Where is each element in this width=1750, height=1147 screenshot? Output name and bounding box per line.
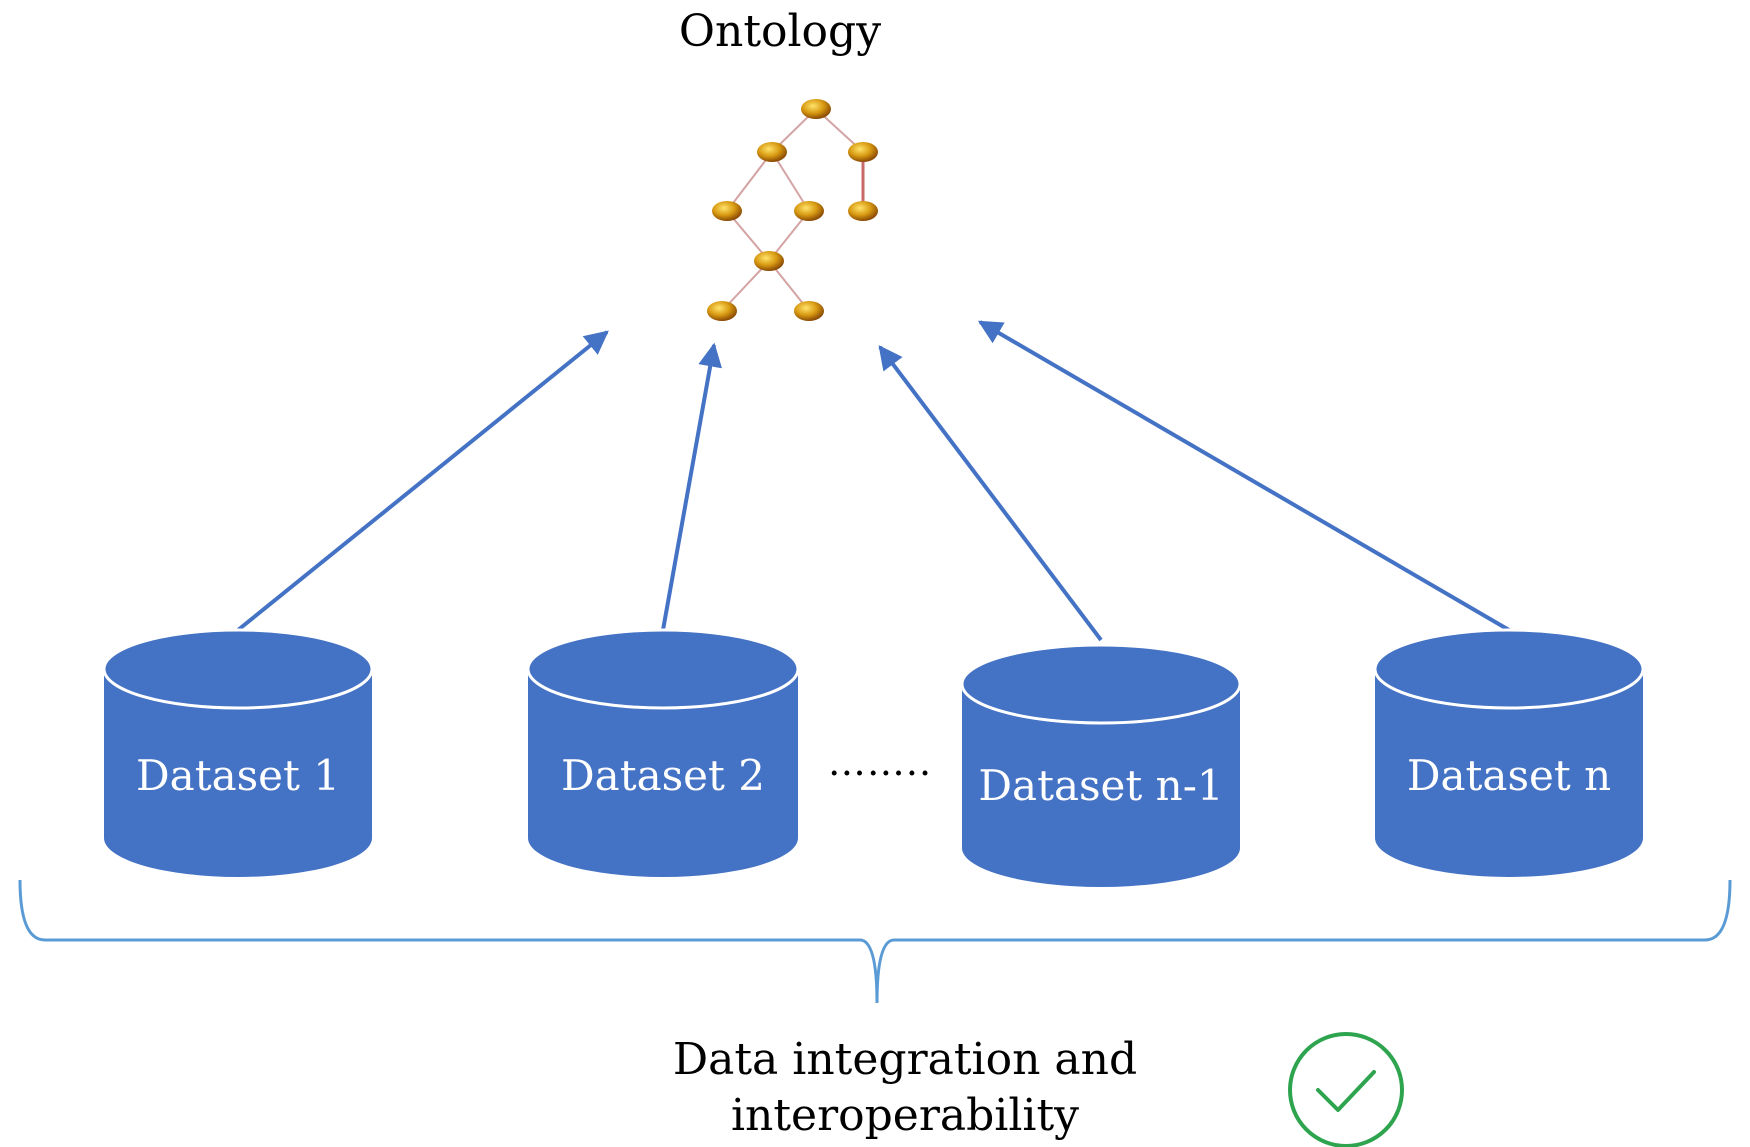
dataset-label: Dataset n-1 (978, 761, 1223, 810)
ellipsis-separator: …….. (827, 740, 933, 784)
ontology-nodes (707, 99, 878, 321)
grouping-brace (18, 879, 1732, 1004)
ontology-node (794, 201, 824, 221)
integration-caption: Data integration and interoperability (672, 1034, 1138, 1141)
ontology-node (757, 142, 787, 162)
arrows (236, 320, 1511, 642)
database-cylinder: Dataset n-1 (960, 643, 1242, 887)
arrow-dataset-n (977, 320, 1511, 632)
ontology-edges (721, 108, 865, 312)
dataset-label: Dataset n (1407, 751, 1611, 800)
database-cylinder: Dataset 1 (102, 628, 374, 877)
check-circle-icon (1288, 1032, 1404, 1147)
dataset-label: Dataset 2 (561, 751, 765, 800)
ontology-node (712, 201, 742, 221)
ontology-node (848, 142, 878, 162)
ontology-node (754, 251, 784, 271)
database-cylinder: Dataset 2 (526, 628, 800, 877)
dataset-label: Dataset 1 (136, 751, 340, 800)
ontology-title: Ontology (678, 6, 882, 57)
ontology-node (794, 301, 824, 321)
ontology-node (707, 301, 737, 321)
arrow-dataset-1 (236, 330, 609, 632)
arrow-dataset-n-1 (878, 345, 1103, 642)
database-cylinder: Dataset n (1373, 628, 1645, 877)
ontology-node (848, 201, 878, 221)
ontology-node (801, 99, 831, 119)
ontology-graph-icon (707, 99, 878, 321)
arrow-dataset-2 (661, 342, 723, 631)
